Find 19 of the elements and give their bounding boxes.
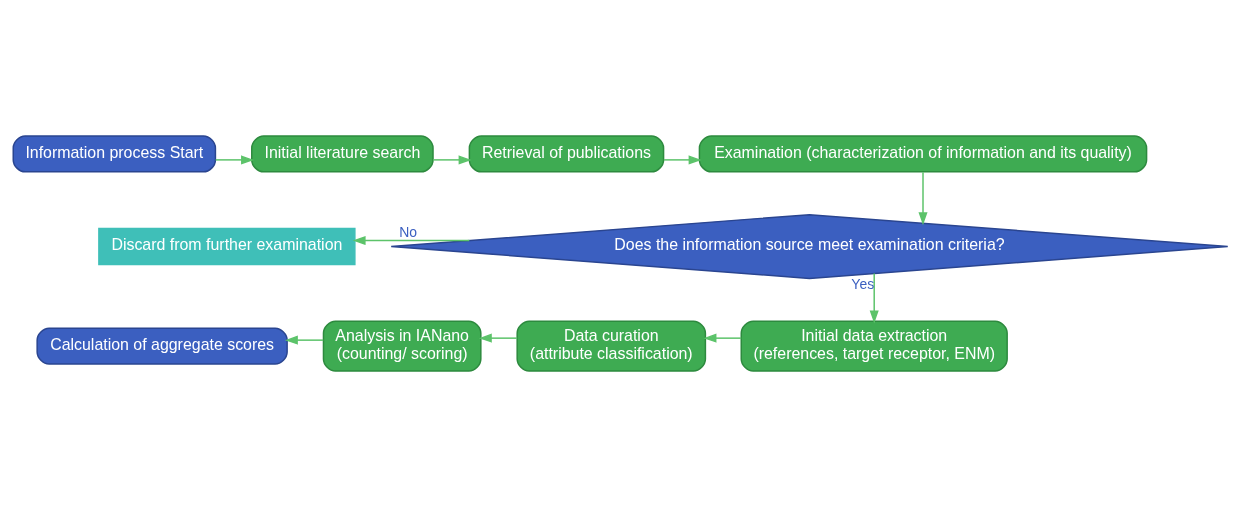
arrow — [284, 335, 324, 345]
node-box: Retrieval of publications — [468, 135, 665, 173]
node-box: Analysis in IANano (counting/ scoring) — [322, 320, 482, 372]
arrow — [432, 155, 472, 165]
node-box: Discard from further examination — [98, 227, 356, 266]
node-box: Initial data extraction (references, target receptor, ENM) — [740, 320, 1008, 372]
arrow — [663, 155, 702, 165]
node-box: Calculation of aggregate scores — [36, 327, 288, 365]
arrow — [352, 236, 471, 246]
node-box: Examination (characterization of information and its quality) — [698, 135, 1148, 173]
edge-label: No — [399, 223, 418, 240]
node-box: Data curation (attribute classification) — [516, 320, 707, 372]
node-box: Initial literature search — [251, 135, 434, 173]
arrow — [869, 272, 879, 324]
arrow — [703, 333, 742, 343]
arrow — [478, 333, 518, 343]
node-box: Information process Start — [12, 135, 217, 173]
arrow — [918, 171, 928, 226]
arrow — [214, 155, 255, 165]
